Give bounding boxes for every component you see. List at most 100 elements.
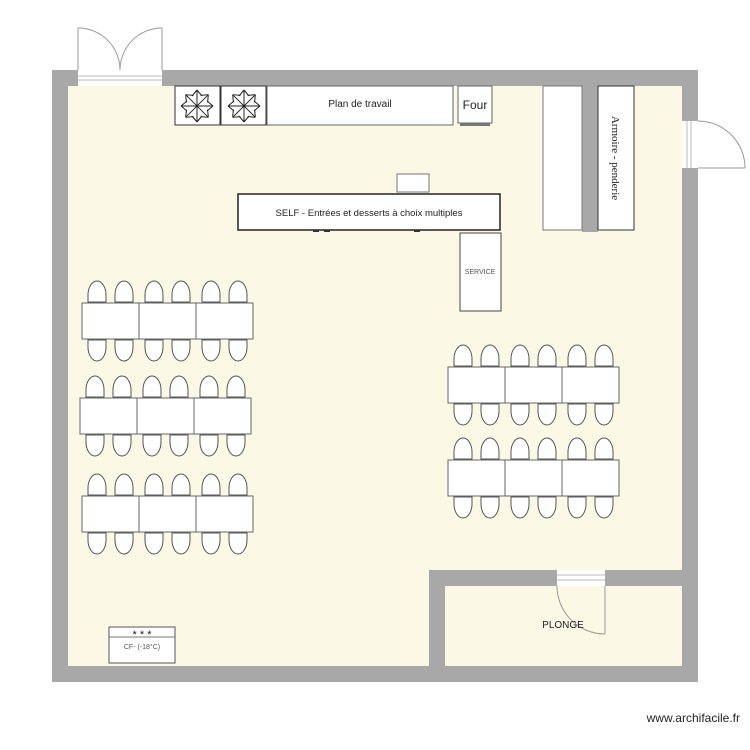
dining-tables: [79, 280, 620, 555]
chair: [228, 280, 248, 303]
chair: [228, 473, 248, 496]
chair: [228, 339, 248, 362]
table: [447, 459, 506, 497]
table: [195, 302, 254, 340]
chair: [453, 437, 473, 460]
chair: [594, 403, 614, 426]
chair: [87, 280, 107, 303]
chair: [226, 375, 246, 398]
chair: [85, 434, 105, 457]
worktop-label: Plan de travail: [328, 99, 391, 110]
service-counter: [459, 232, 502, 312]
chair: [171, 473, 191, 496]
chair: [144, 473, 164, 496]
chair: [112, 434, 132, 457]
chair: [537, 437, 557, 460]
chair: [114, 473, 134, 496]
chair: [594, 496, 614, 519]
oven: [457, 85, 493, 124]
door-plonge[interactable]: [556, 570, 606, 635]
chair: [87, 532, 107, 555]
chair: [228, 532, 248, 555]
chair: [201, 532, 221, 555]
chair: [201, 473, 221, 496]
table-group: [447, 344, 620, 426]
table: [504, 366, 563, 404]
chair: [169, 434, 189, 457]
chair: [114, 532, 134, 555]
door-right[interactable]: [682, 120, 746, 169]
chair: [85, 375, 105, 398]
wardrobe-label: Armoire - penderie: [609, 116, 621, 200]
chair: [142, 375, 162, 398]
self-foot: [414, 230, 420, 232]
chair: [144, 532, 164, 555]
chair: [537, 344, 557, 367]
chair: [480, 437, 500, 460]
chair: [567, 437, 587, 460]
chair: [171, 339, 191, 362]
table: [81, 302, 140, 340]
wardrobe: [597, 85, 635, 231]
table: [136, 397, 195, 435]
chair: [114, 339, 134, 362]
chair: [169, 375, 189, 398]
table: [138, 302, 197, 340]
self-counter: [237, 193, 501, 231]
cabinet: [542, 85, 583, 231]
chair: [537, 403, 557, 426]
plonge-floor: [445, 586, 682, 666]
snowflake-icon: [227, 89, 261, 123]
chair: [594, 344, 614, 367]
chair: [112, 375, 132, 398]
table-group: [79, 375, 252, 457]
watermark: www.archifacile.fr: [646, 711, 740, 725]
chair: [201, 339, 221, 362]
chair: [537, 496, 557, 519]
table-group: [81, 280, 254, 362]
double-door-top[interactable]: [77, 27, 163, 86]
cold-room: * * * CF- (-18°C): [108, 626, 176, 664]
chair: [567, 344, 587, 367]
table: [193, 397, 252, 435]
chair: [142, 434, 162, 457]
table: [504, 459, 563, 497]
chair: [594, 437, 614, 460]
snowflake-icon: [180, 89, 214, 123]
chair: [144, 339, 164, 362]
table: [561, 459, 620, 497]
chair: [199, 375, 219, 398]
table: [79, 397, 138, 435]
chair: [226, 434, 246, 457]
table: [561, 366, 620, 404]
small-box: [396, 173, 430, 193]
freezer-2: [220, 85, 267, 126]
cold-room-stars: * * *: [133, 629, 153, 641]
service-label: SERVICE: [465, 269, 496, 276]
self-foot: [313, 230, 319, 232]
table-group: [81, 473, 254, 555]
oven-handle: [460, 123, 490, 126]
chair: [510, 496, 530, 519]
table-group: [447, 437, 620, 519]
chair: [567, 496, 587, 519]
chair: [171, 532, 191, 555]
table: [447, 366, 506, 404]
chair: [453, 496, 473, 519]
table: [138, 495, 197, 533]
chair: [480, 496, 500, 519]
chair: [567, 403, 587, 426]
self-foot: [324, 230, 330, 232]
self-label: SELF - Entrées et desserts à choix multi…: [276, 208, 463, 219]
partition-wall: [582, 86, 598, 232]
table: [81, 495, 140, 533]
chair: [453, 344, 473, 367]
freezer-1: [174, 85, 221, 126]
cold-room-label: CF- (-18°C): [124, 643, 160, 651]
chair: [144, 280, 164, 303]
plonge-label: PLONGE: [542, 620, 584, 631]
chair: [114, 280, 134, 303]
chair: [510, 344, 530, 367]
chair: [199, 434, 219, 457]
